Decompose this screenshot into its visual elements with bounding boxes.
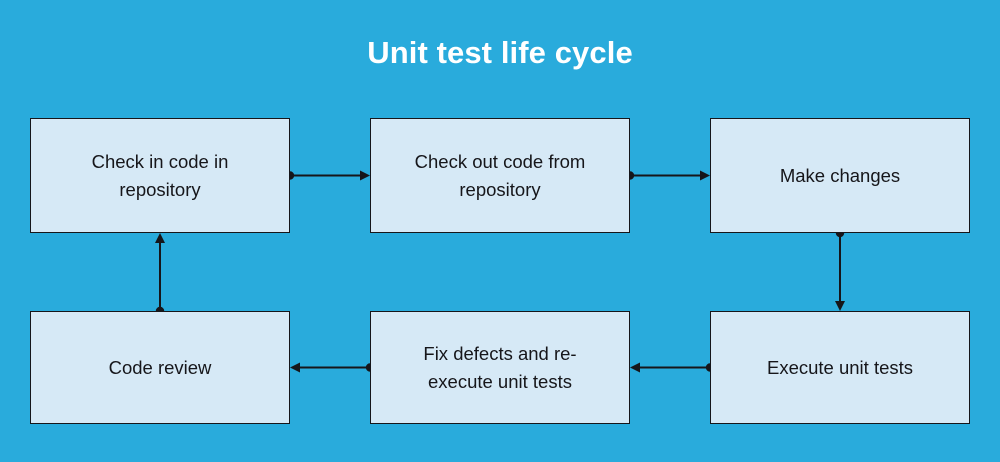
edge-fix-defects-to-code-review xyxy=(290,362,375,373)
edge-code-review-to-checkin xyxy=(155,233,165,316)
node-label: Check out code from repository xyxy=(414,150,586,200)
node-fix-defects[interactable]: Fix defects and re- execute unit tests xyxy=(370,311,630,424)
node-label: Make changes xyxy=(779,164,901,186)
page-title: Unit test life cycle xyxy=(367,35,633,70)
node-make-changes[interactable]: Make changes xyxy=(710,118,970,233)
node-label: Check in code in repository xyxy=(91,150,229,200)
edge-checkin-to-checkout xyxy=(285,170,370,181)
node-label: Execute unit tests xyxy=(766,356,914,378)
edge-checkout-to-make-changes xyxy=(625,170,710,181)
node-execute-unit-tests[interactable]: Execute unit tests xyxy=(710,311,970,424)
node-label: Fix defects and re- execute unit tests xyxy=(423,342,577,392)
node-code-review[interactable]: Code review xyxy=(30,311,290,424)
edge-make-changes-to-execute xyxy=(835,228,845,311)
node-check-in-code[interactable]: Check in code in repository xyxy=(30,118,290,233)
node-label: Code review xyxy=(108,356,212,378)
edge-execute-to-fix-defects xyxy=(630,362,715,373)
node-check-out-code[interactable]: Check out code from repository xyxy=(370,118,630,233)
